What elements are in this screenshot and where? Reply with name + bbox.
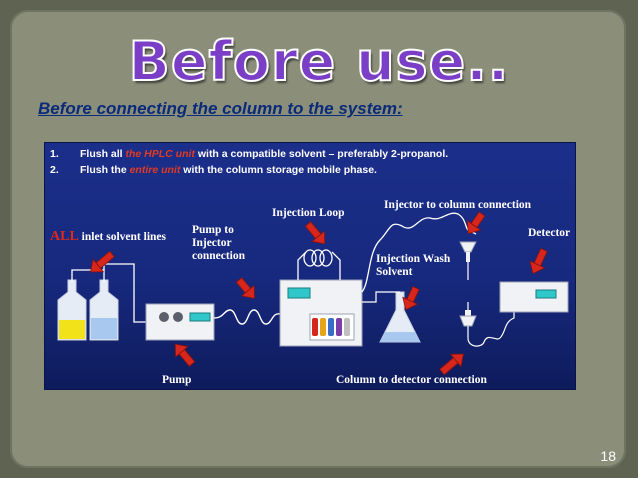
injector-unit <box>279 279 363 347</box>
step-text-post: with the column storage mobile phase. <box>180 164 377 176</box>
step-highlight: the HPLC unit <box>125 148 195 160</box>
label-column-to-detector: Column to detector connection <box>336 374 487 386</box>
arrow-pump-to-injector <box>235 277 255 299</box>
label-line: Injection Wash <box>376 253 451 265</box>
column-fitting-top <box>459 241 477 280</box>
label-line: connection <box>192 250 246 262</box>
arrow-inlet-lines <box>90 250 115 273</box>
pump-unit <box>145 303 215 341</box>
inlet-tubing <box>71 269 105 282</box>
inlet-tubing-2 <box>103 263 146 323</box>
label-injection-loop: Injection Loop <box>272 207 345 219</box>
label-pump: Pump <box>162 374 192 386</box>
label-line: Injector <box>192 237 232 249</box>
injector-to-column-tubing <box>361 212 477 293</box>
detector-unit <box>499 281 569 313</box>
wash-solvent-flask <box>362 291 421 343</box>
page-number: 18 <box>600 448 616 464</box>
pump-to-injector-tubing <box>213 309 281 325</box>
label-line: Solvent <box>376 266 413 278</box>
injection-loop-coil <box>297 249 341 280</box>
label-injection-wash: Injection Wash Solvent <box>376 253 450 279</box>
label-detector: Detector <box>528 227 571 239</box>
label-all: ALL <box>50 229 79 244</box>
step-text-post: with a compatible solvent – preferably 2… <box>194 148 449 160</box>
slide-subtitle: Before connecting the column to the syst… <box>38 99 403 118</box>
label-pump-to-injector: Pump to Injector connection <box>192 224 245 263</box>
instruction-step-1: 1. Flush all the HPLC unit with a compati… <box>50 148 448 160</box>
arrow-injection-loop <box>304 221 326 245</box>
step-text-pre: Flush the <box>80 164 130 176</box>
step-number: 1. <box>50 148 59 160</box>
solvent-bottles <box>57 279 119 341</box>
arrow-column-to-detector <box>439 353 464 376</box>
instruction-step-2: 2. Flush the entire unit with the column … <box>50 164 377 176</box>
step-number: 2. <box>50 164 59 176</box>
pointer-arrows <box>90 211 548 376</box>
arrow-injector-column <box>466 211 486 235</box>
column-fitting-bottom <box>459 302 515 347</box>
arrow-detector <box>529 247 548 275</box>
arrow-pump <box>174 343 196 367</box>
hplc-diagram <box>57 211 569 376</box>
slide-title: Before use.. <box>128 29 510 94</box>
step-highlight: entire unit <box>129 164 181 176</box>
step-text-pre: Flush all <box>80 148 126 160</box>
instruction-list: 1. Flush all the HPLC unit with a compati… <box>44 142 574 182</box>
label-line: Pump to <box>192 224 234 236</box>
label-injector-to-column: Injector to column connection <box>384 199 532 211</box>
arrow-wash-solvent <box>402 285 420 311</box>
label-inlet-text: inlet solvent lines <box>81 231 167 243</box>
label-inlet-solvent-lines: ALL inlet solvent lines <box>50 230 166 244</box>
